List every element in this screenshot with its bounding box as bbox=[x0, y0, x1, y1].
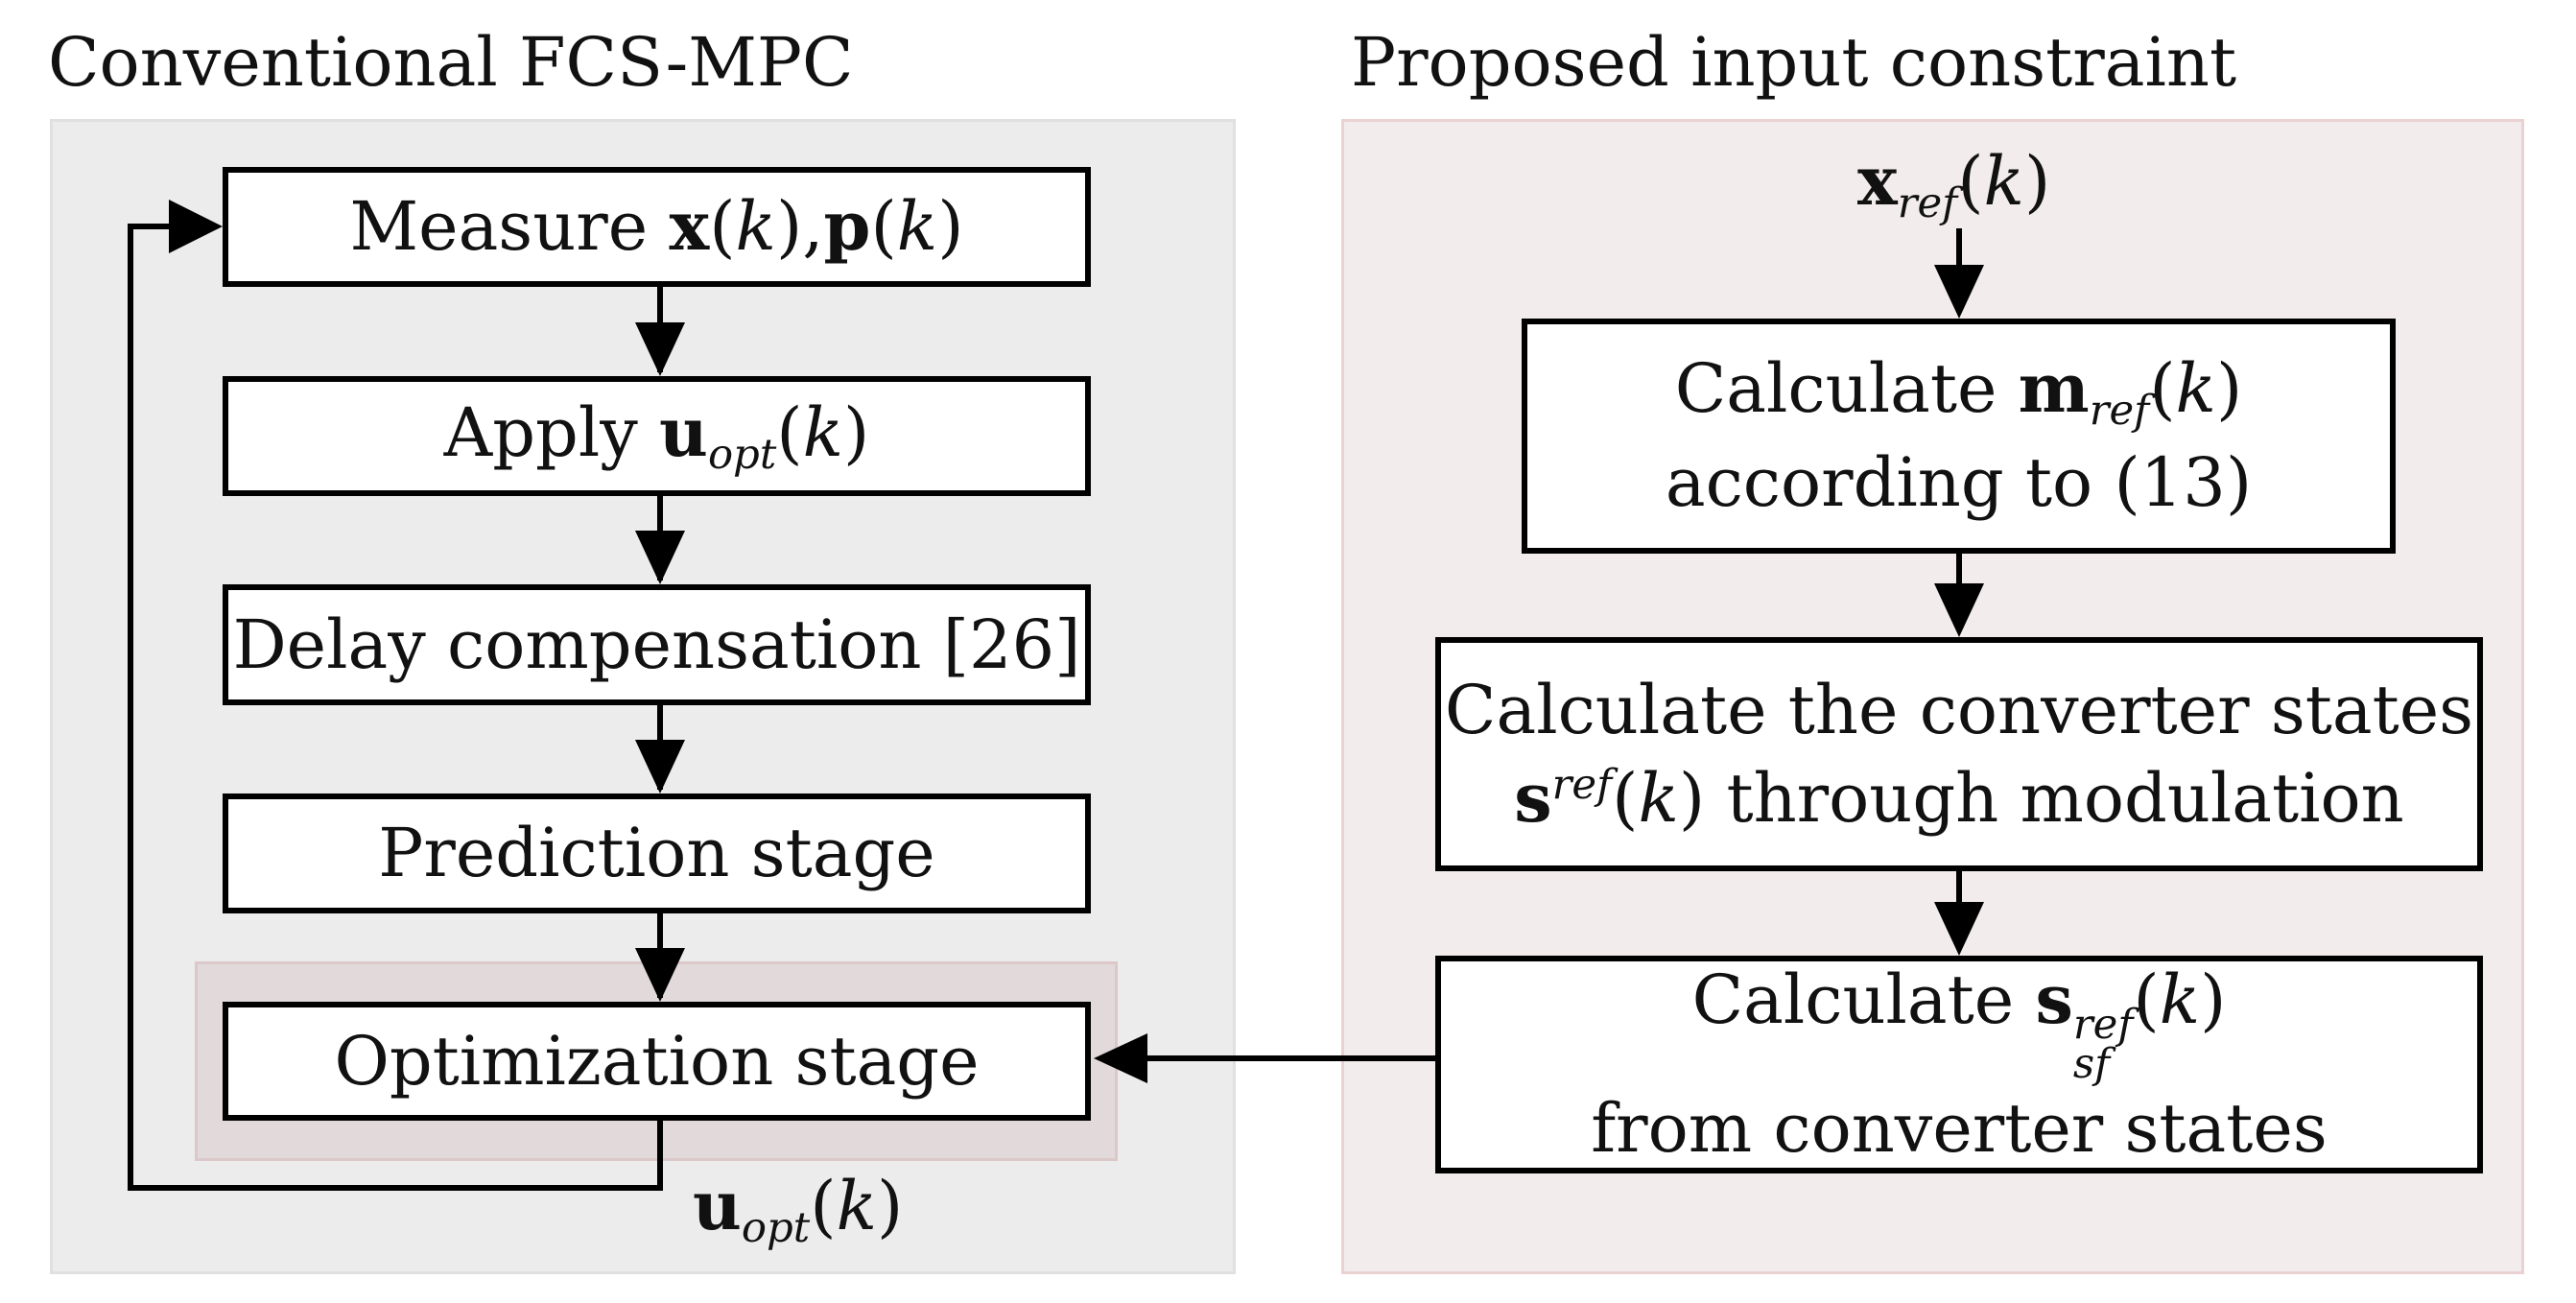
measure-text: Measure x(k),p(k) bbox=[349, 186, 964, 267]
measure-box: Measure x(k),p(k) bbox=[223, 167, 1091, 287]
calculate-m-ref-line1: Calculate mref(k) bbox=[1674, 348, 2243, 436]
arrowhead-prediction bbox=[635, 740, 685, 794]
optimization-stage-text: Optimization stage bbox=[334, 1021, 980, 1101]
prediction-stage-text: Prediction stage bbox=[378, 814, 935, 893]
u-opt-output-label: uopt(k) bbox=[693, 1166, 904, 1253]
calculate-s-sf-ref-line2: from converter states bbox=[1591, 1089, 2328, 1169]
delay-compensation-text: Delay compensation [26] bbox=[232, 604, 1081, 684]
feedback-loop-line bbox=[128, 224, 663, 1191]
calculate-converter-states-line2: sref(k) through modulation bbox=[1514, 758, 2404, 838]
arrowhead-apply bbox=[635, 322, 685, 376]
optimization-stage-box: Optimization stage bbox=[223, 1002, 1091, 1121]
calculate-m-ref-line2: according to (13) bbox=[1665, 443, 2253, 523]
left-panel-title: Conventional FCS-MPC bbox=[48, 23, 854, 102]
arrowhead-feedback bbox=[169, 200, 223, 253]
arrowhead-ssf-to-optimization bbox=[1094, 1033, 1147, 1083]
arrowhead-calc-ssf bbox=[1934, 902, 1984, 956]
right-panel-title: Proposed input constraint bbox=[1351, 23, 2237, 102]
prediction-stage-box: Prediction stage bbox=[223, 794, 1091, 913]
apply-text: Apply uopt(k) bbox=[443, 392, 870, 480]
calculate-converter-states-box: Calculate the converter states sref(k) t… bbox=[1435, 637, 2483, 871]
arrowhead-optimization bbox=[635, 948, 685, 1002]
delay-compensation-box: Delay compensation [26] bbox=[223, 584, 1091, 705]
apply-box: Apply uopt(k) bbox=[223, 376, 1091, 496]
calculate-converter-states-line1: Calculate the converter states bbox=[1444, 670, 2474, 749]
calculate-m-ref-box: Calculate mref(k) according to (13) bbox=[1522, 319, 2396, 554]
arrowhead-calc-m bbox=[1934, 265, 1984, 319]
x-ref-input-label: xref(k) bbox=[1857, 141, 2051, 228]
arrowhead-calc-s bbox=[1934, 583, 1984, 637]
arrowhead-delay bbox=[635, 531, 685, 584]
